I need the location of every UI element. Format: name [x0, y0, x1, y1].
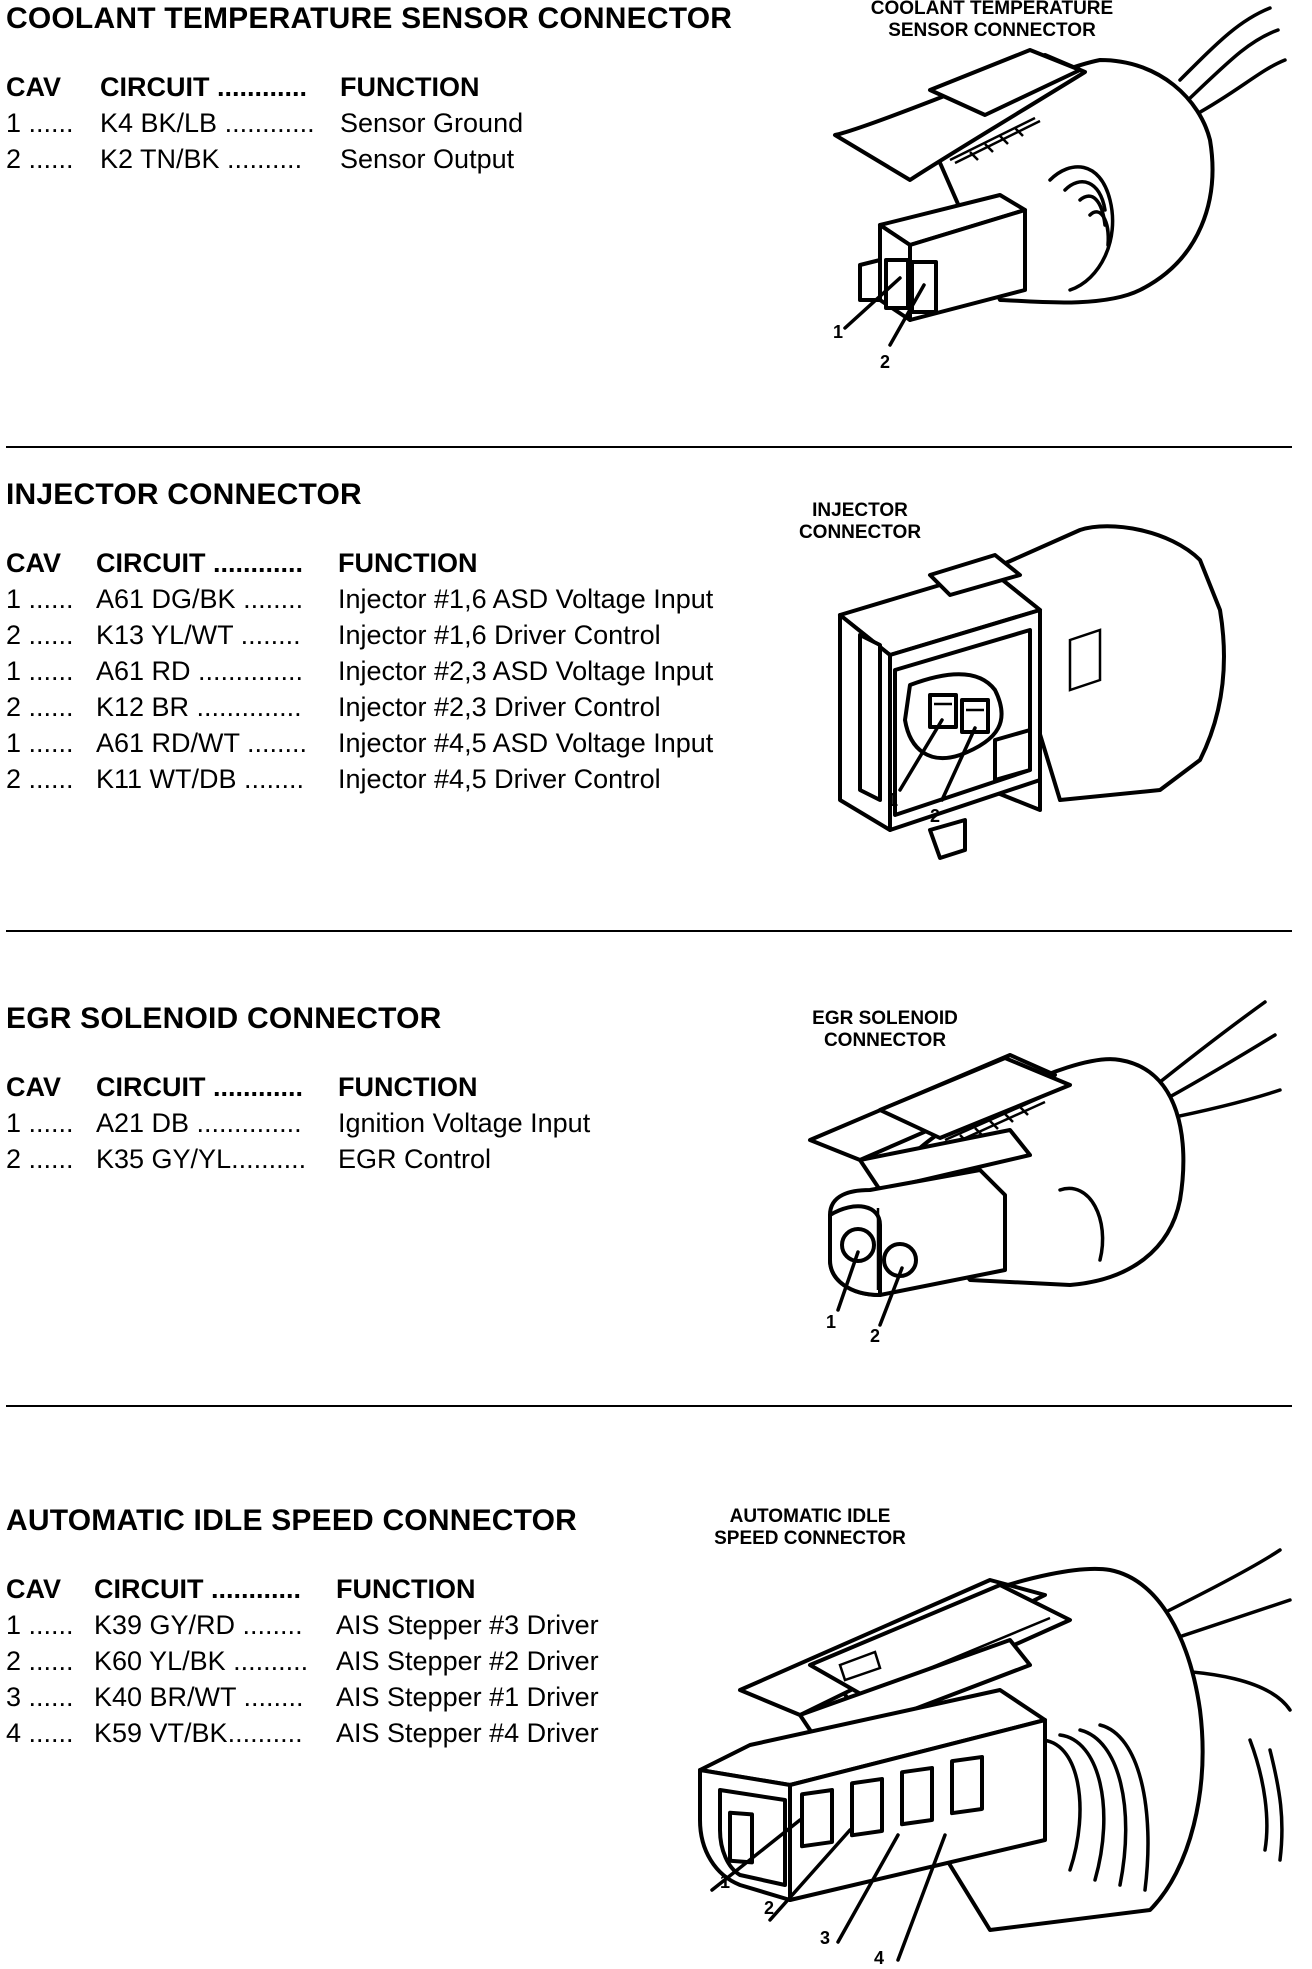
function-cell: Injector #4,5 Driver Control [338, 764, 661, 794]
caption-line: CONNECTOR [823, 1030, 947, 1051]
header-circuit: CIRCUIT ............ [96, 548, 304, 578]
header-function: FUNCTION [336, 1574, 476, 1604]
circuit-cell: K4 BK/LB ............ [100, 108, 315, 138]
caption-line: INJECTOR [812, 500, 908, 521]
function-cell: Ignition Voltage Input [338, 1108, 591, 1138]
caption-line: EGR SOLENOID [812, 1008, 958, 1029]
figure-caption: AUTOMATIC IDLE SPEED CONNECTOR [690, 1506, 930, 1550]
circuit-cell: K13 YL/WT ........ [96, 620, 301, 650]
coolant-connector-drawing [833, 6, 1287, 347]
cav-cell: 2 ...... [6, 1646, 74, 1676]
cav-cell: 1 ...... [6, 1108, 74, 1138]
header-circuit: CIRCUIT ............ [94, 1574, 302, 1604]
function-cell: Injector #1,6 ASD Voltage Input [338, 584, 714, 614]
section-title: INJECTOR CONNECTOR [6, 478, 362, 511]
header-cav: CAV [6, 1072, 62, 1102]
circuit-cell: K40 BR/WT ........ [94, 1682, 304, 1712]
function-cell: Injector #2,3 Driver Control [338, 692, 661, 722]
circuit-cell: A21 DB .............. [96, 1108, 302, 1138]
caption-line: SPEED CONNECTOR [714, 1528, 906, 1549]
circuit-cell: K59 VT/BK.......... [94, 1718, 303, 1748]
header-cav: CAV [6, 72, 62, 102]
pin-label: 4 [874, 1948, 885, 1968]
circuit-cell: K2 TN/BK .......... [100, 144, 303, 174]
cav-cell: 1 ...... [6, 1610, 74, 1640]
section-title: AUTOMATIC IDLE SPEED CONNECTOR [6, 1504, 578, 1537]
cav-cell: 2 ...... [6, 764, 74, 794]
function-cell: AIS Stepper #3 Driver [336, 1610, 599, 1640]
function-cell: Sensor Output [340, 144, 515, 174]
cav-cell: 2 ...... [6, 620, 74, 650]
header-cav: CAV [6, 1574, 62, 1604]
section-divider [6, 930, 1292, 932]
cav-cell: 1 ...... [6, 108, 74, 138]
pin-label: 2 [930, 806, 941, 826]
function-cell: AIS Stepper #2 Driver [336, 1646, 599, 1676]
ais-connector-drawing [698, 1548, 1292, 1962]
circuit-cell: K39 GY/RD ........ [94, 1610, 303, 1640]
header-function: FUNCTION [340, 72, 480, 102]
cav-cell: 4 ...... [6, 1718, 74, 1748]
pin-label: 2 [870, 1326, 881, 1346]
figure-caption: COOLANT TEMPERATURE SENSOR CONNECTOR [842, 0, 1142, 42]
pin-label: 1 [833, 322, 844, 342]
function-cell: EGR Control [338, 1144, 492, 1174]
circuit-cell: K12 BR .............. [96, 692, 302, 722]
section-title: EGR SOLENOID CONNECTOR [6, 1002, 442, 1035]
caption-line: COOLANT TEMPERATURE [870, 0, 1114, 19]
ais-connector-figure: AUTOMATIC IDLE SPEED CONNECTOR [690, 1490, 1300, 1968]
header-function: FUNCTION [338, 1072, 478, 1102]
cav-cell: 1 ...... [6, 656, 74, 686]
pin-label: 2 [880, 352, 891, 372]
function-cell: AIS Stepper #1 Driver [336, 1682, 599, 1712]
cav-cell: 1 ...... [6, 728, 74, 758]
coolant-connector-figure: COOLANT TEMPERATURE SENSOR CONNECTOR [800, 0, 1300, 380]
section-divider [6, 446, 1292, 448]
header-cav: CAV [6, 548, 62, 578]
header-function: FUNCTION [338, 548, 478, 578]
figure-caption: EGR SOLENOID CONNECTOR [790, 1008, 980, 1052]
cav-cell: 3 ...... [6, 1682, 74, 1712]
injector-connector-drawing [838, 524, 1226, 860]
cav-cell: 1 ...... [6, 584, 74, 614]
pin-label: 1 [888, 790, 899, 810]
function-cell: AIS Stepper #4 Driver [336, 1718, 599, 1748]
cav-cell: 2 ...... [6, 692, 74, 722]
caption-line: AUTOMATIC IDLE [729, 1506, 891, 1527]
pin-label: 3 [820, 1928, 831, 1948]
circuit-cell: K60 YL/BK .......... [94, 1646, 309, 1676]
egr-connector-figure: EGR SOLENOID CONNECTOR 1 2 [770, 990, 1300, 1390]
circuit-cell: K35 GY/YL.......... [96, 1144, 307, 1174]
section-divider [6, 1405, 1292, 1407]
egr-connector-drawing [808, 1000, 1282, 1327]
cav-cell: 2 ...... [6, 144, 74, 174]
function-cell: Injector #2,3 ASD Voltage Input [338, 656, 714, 686]
pin-label: 1 [826, 1312, 837, 1332]
injector-connector-figure: INJECTOR CONNECTOR 1 2 [780, 470, 1300, 890]
circuit-cell: A61 RD/WT ........ [96, 728, 308, 758]
circuit-cell: K11 WT/DB ........ [96, 764, 305, 794]
function-cell: Sensor Ground [340, 108, 524, 138]
pin-label: 2 [764, 1898, 775, 1918]
figure-caption: INJECTOR CONNECTOR [780, 500, 940, 544]
circuit-cell: A61 RD .............. [96, 656, 304, 686]
section-title: COOLANT TEMPERATURE SENSOR CONNECTOR [6, 2, 733, 35]
circuit-cell: A61 DG/BK ........ [96, 584, 304, 614]
header-circuit: CIRCUIT ............ [96, 1072, 304, 1102]
function-cell: Injector #4,5 ASD Voltage Input [338, 728, 714, 758]
header-circuit: CIRCUIT ............ [100, 72, 308, 102]
caption-line: SENSOR CONNECTOR [888, 20, 1096, 41]
pin-label: 1 [720, 1872, 731, 1892]
function-cell: Injector #1,6 Driver Control [338, 620, 661, 650]
caption-line: CONNECTOR [798, 522, 922, 543]
cav-cell: 2 ...... [6, 1144, 74, 1174]
